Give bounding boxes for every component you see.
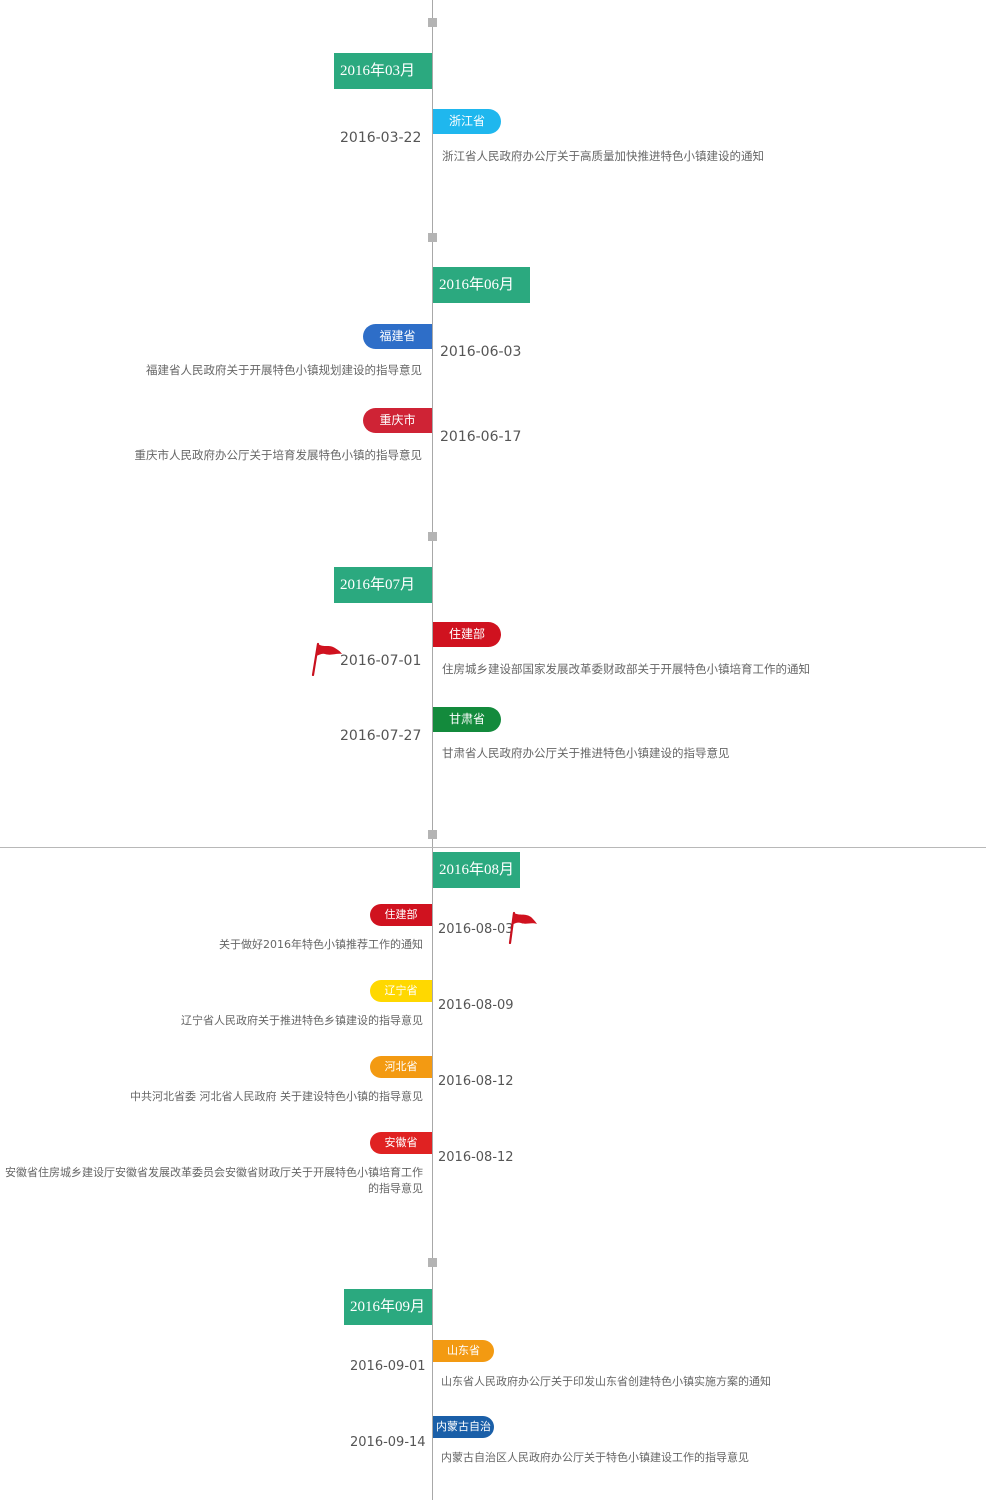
entry-date: 2016-08-09 [438,998,514,1013]
entry-date: 2016-08-03 [438,922,514,937]
region-tag[interactable]: 甘肃省 [433,707,501,732]
entry-description[interactable]: 住房城乡建设部国家发展改革委财政部关于开展特色小镇培育工作的通知 [442,662,810,676]
axis-marker [428,830,437,839]
region-tag[interactable]: 山东省 [433,1340,494,1362]
entry-date: 2016-06-03 [440,344,522,360]
region-tag[interactable]: 住建部 [370,904,432,926]
month-label: 2016年09月 [344,1289,432,1325]
entry-date: 2016-06-17 [440,429,522,445]
month-label: 2016年06月 [433,267,530,303]
axis-marker [428,18,437,27]
timeline-axis [432,0,433,1500]
region-tag[interactable]: 重庆市 [363,408,432,433]
region-tag[interactable]: 住建部 [433,622,501,647]
divider-line [0,847,986,848]
region-tag[interactable]: 浙江省 [433,109,501,134]
entry-date: 2016-03-22 [340,130,422,146]
month-label: 2016年07月 [334,567,432,603]
month-label: 2016年08月 [433,852,520,888]
entry-description[interactable]: 辽宁省人民政府关于推进特色乡镇建设的指导意见 [181,1014,423,1027]
entry-description[interactable]: 浙江省人民政府办公厅关于高质量加快推进特色小镇建设的通知 [442,149,764,163]
entry-description[interactable]: 甘肃省人民政府办公厅关于推进特色小镇建设的指导意见 [442,746,730,760]
entry-description[interactable]: 重庆市人民政府办公厅关于培育发展特色小镇的指导意见 [134,448,423,462]
entry-description[interactable]: 山东省人民政府办公厅关于印发山东省创建特色小镇实施方案的通知 [441,1375,771,1388]
month-label: 2016年03月 [334,53,432,89]
entry-description[interactable]: 中共河北省委 河北省人民政府 关于建设特色小镇的指导意见 [130,1090,423,1103]
entry-description[interactable]: 关于做好2016年特色小镇推荐工作的通知 [219,938,423,951]
entry-date: 2016-07-01 [340,653,422,669]
region-tag[interactable]: 福建省 [363,324,432,349]
entry-description[interactable]: 内蒙古自治区人民政府办公厅关于特色小镇建设工作的指导意见 [441,1451,749,1464]
entry-date: 2016-07-27 [340,728,422,744]
red-flag-icon [311,642,342,676]
region-tag[interactable]: 内蒙古自治 [433,1416,494,1438]
axis-marker [428,532,437,541]
region-tag[interactable]: 河北省 [370,1056,432,1078]
entry-date: 2016-08-12 [438,1074,514,1089]
axis-marker [428,233,437,242]
red-flag-icon [508,911,537,944]
axis-marker [428,1258,437,1267]
entry-date: 2016-09-01 [350,1359,426,1374]
entry-description[interactable]: 福建省人民政府关于开展特色小镇规划建设的指导意见 [146,363,422,377]
entry-description[interactable]: 安徽省住房城乡建设厅安徽省发展改革委员会安徽省财政厅关于开展特色小镇培育工作的指… [5,1166,423,1195]
entry-date: 2016-09-14 [350,1435,426,1450]
region-tag[interactable]: 安徽省 [370,1132,432,1154]
region-tag[interactable]: 辽宁省 [370,980,432,1002]
entry-date: 2016-08-12 [438,1150,514,1165]
